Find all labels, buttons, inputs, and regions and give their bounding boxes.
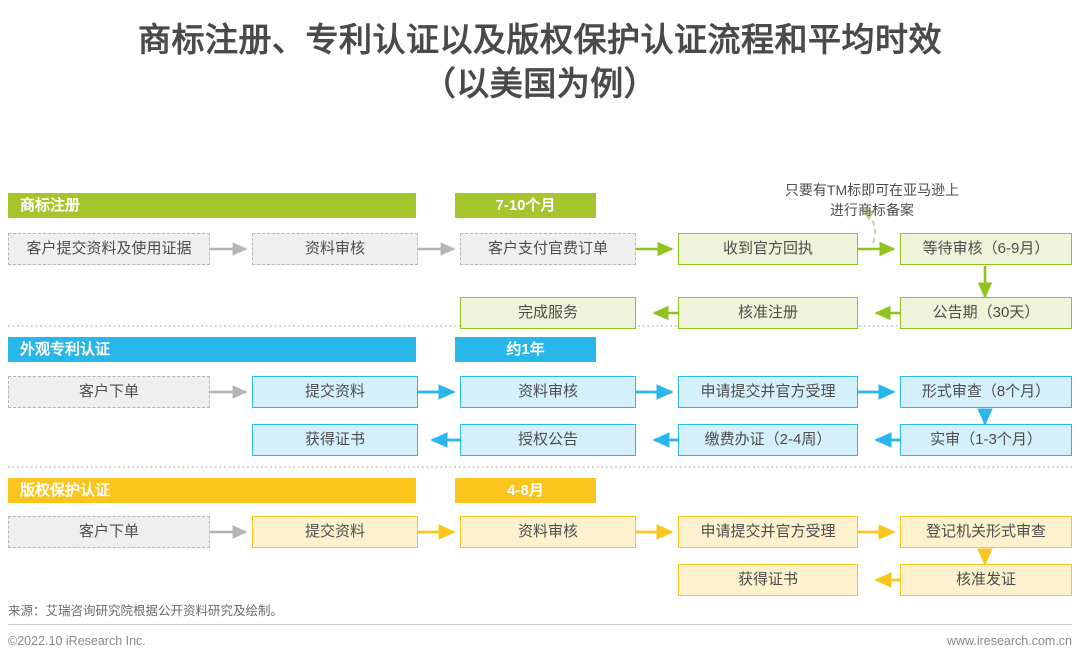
title-line-2: （以美国为例） [422,64,658,102]
flow-box[interactable]: 完成服务 [460,297,636,329]
footer-copyright: ©2022.10 iResearch Inc. [8,634,146,648]
flow-box[interactable]: 公告期（30天） [900,297,1072,329]
flow-box[interactable]: 授权公告 [460,424,636,456]
flow-box[interactable]: 客户下单 [8,516,210,548]
flow-box[interactable]: 收到官方回执 [678,233,858,265]
flow-box[interactable]: 提交资料 [252,516,418,548]
flow-box[interactable]: 客户下单 [8,376,210,408]
annotation-line-1: 只要有TM标即可在亚马逊上 [784,182,960,198]
flow-box[interactable]: 获得证书 [678,564,858,596]
flow-box[interactable]: 缴费办证（2-4周） [678,424,858,456]
section-duration-design-patent: 约1年 [455,337,596,362]
page-title: 商标注册、专利认证以及版权保护认证流程和平均时效 （以美国为例） [0,18,1080,105]
flow-box[interactable]: 申请提交并官方受理 [678,516,858,548]
trademark-annotation: 只要有TM标即可在亚马逊上 进行商标备案 [752,181,992,221]
flow-box[interactable]: 等待审核（6-9月） [900,233,1072,265]
section-duration-copyright: 4-8月 [455,478,596,503]
callout-dashed-arrow [861,208,877,244]
flow-box[interactable]: 核准注册 [678,297,858,329]
title-line-1: 商标注册、专利认证以及版权保护认证流程和平均时效 [138,21,942,58]
flow-box[interactable]: 客户提交资料及使用证据 [8,233,210,265]
flow-box[interactable]: 获得证书 [252,424,418,456]
flow-box[interactable]: 资料审核 [460,376,636,408]
section-title-trademark: 商标注册 [8,193,416,218]
section-title-copyright: 版权保护认证 [8,478,416,503]
flow-box[interactable]: 形式审查（8个月） [900,376,1072,408]
section-title-design-patent: 外观专利认证 [8,337,416,362]
source-note: 来源：艾瑞咨询研究院根据公开资料研究及绘制。 [8,604,284,618]
flow-box[interactable]: 资料审核 [460,516,636,548]
annotation-line-2: 进行商标备案 [830,201,914,218]
flow-box[interactable]: 客户支付官费订单 [460,233,636,265]
footer-website: www.iresearch.com.cn [946,634,1072,648]
flow-box[interactable]: 实审（1-3个月） [900,424,1072,456]
footer-divider [8,624,1072,625]
flow-box[interactable]: 核准发证 [900,564,1072,596]
section-duration-trademark: 7-10个月 [455,193,596,218]
flow-box[interactable]: 提交资料 [252,376,418,408]
flow-box[interactable]: 资料审核 [252,233,418,265]
flow-box[interactable]: 申请提交并官方受理 [678,376,858,408]
flow-box[interactable]: 登记机关形式审查 [900,516,1072,548]
